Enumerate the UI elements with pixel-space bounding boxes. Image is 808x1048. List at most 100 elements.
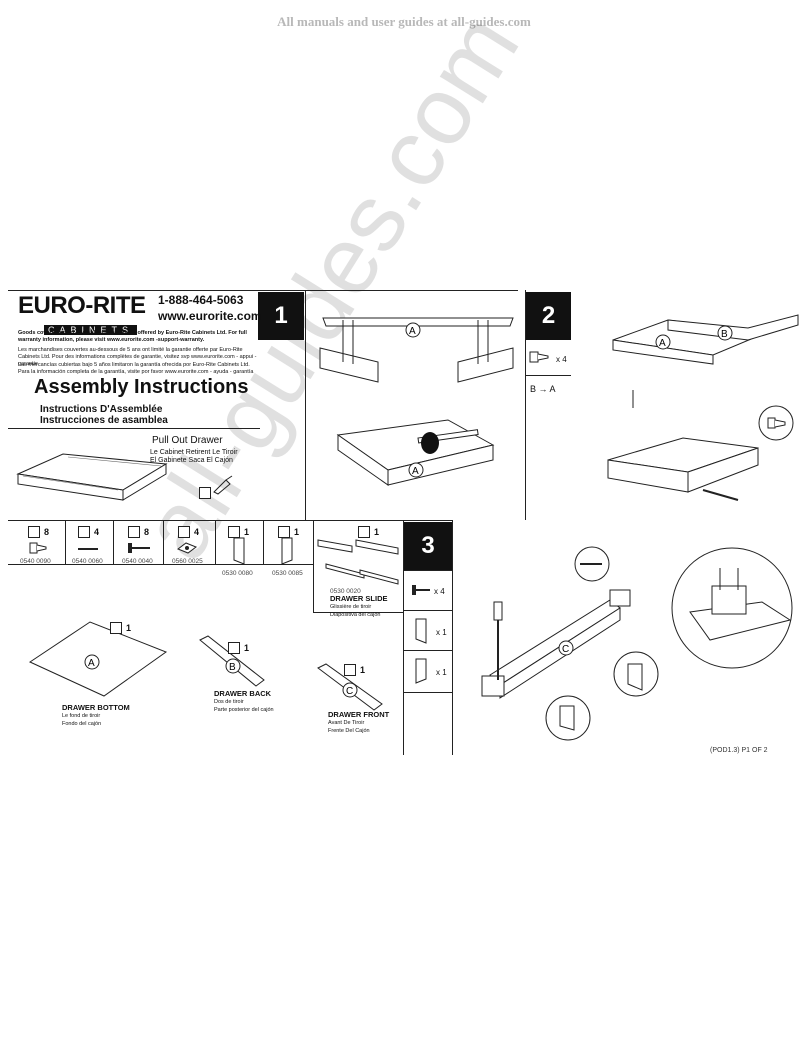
step2-to: A [549,384,556,394]
pen-icon [213,475,233,495]
hw-1-qty[interactable]: 8 [28,526,49,538]
hw-4-qty[interactable]: 4 [178,526,199,538]
warranty-fr: Les marchandises couvertes au-dessous de… [18,347,257,367]
svg-text:A: A [409,326,416,337]
step1-diagram: A A [319,317,514,486]
drawer-back-illustration: B [199,635,265,687]
divider-v5 [452,520,453,755]
phone-number: 1-888-464-5063 [158,293,244,307]
hw-6-part: 0530 0085 [272,570,303,577]
step3-bracket-right-icon [415,658,427,684]
hw-3-qty[interactable]: 8 [128,526,149,538]
step2-from: B [530,384,537,394]
hw-4-part: 0560 0025 [172,558,203,565]
cam-lock-icon [176,542,198,554]
divider-slide [313,612,403,613]
screw-icon [529,351,549,363]
product-fr: Le Cabinet Retirent Le Tiroir [150,449,238,456]
step3-bracket1-count: x 1 [436,628,447,637]
product-es: El Gabinete Saca El Cajón [150,457,233,464]
title-translations: Instructions D'Assemblée Instrucciones d… [40,404,168,426]
step-2-badge: 2 [526,292,571,340]
bracket-right-icon [281,537,293,565]
hw-1-part: 0540 0090 [20,558,51,565]
brand-logo: EURO-RITE CABINETS [18,292,146,338]
hw-7-qty[interactable]: 1 [358,526,379,538]
site-banner: All manuals and user guides at all-guide… [277,14,531,29]
step3-sep-2 [404,610,452,611]
hw-2-count: 4 [94,527,100,537]
bottom-name: DRAWER BOTTOM [62,703,130,712]
drawer-illustration [16,453,168,501]
drawer-front-illustration: C [317,663,383,711]
bottom-count: 1 [126,623,132,633]
step-3-badge: 3 [404,522,452,570]
divider-v3 [313,520,314,612]
hw-5-part: 0530 0080 [222,570,253,577]
page-title: Assembly Instructions [34,376,249,398]
hw-4-count: 4 [194,527,200,537]
hw-sep-5 [263,520,264,564]
brand-sub: CABINETS [44,325,138,335]
title-es: Instrucciones de asamblea [40,415,168,426]
front-qty[interactable]: 1 [344,664,365,676]
hw-2-qty[interactable]: 4 [78,526,99,538]
website[interactable]: www.eurorite.com [158,309,262,323]
step3-diagram: C [481,546,793,741]
product-translations: Le Cabinet Retirent Le Tiroir El Gabinet… [150,449,238,465]
hw-3-count: 8 [144,527,150,537]
hw-sep-3 [163,520,164,564]
step3-screw-count: x 4 [434,587,445,596]
divider-top-left [8,290,518,291]
checkbox-product[interactable] [199,486,211,504]
divider-v1 [305,290,306,520]
back-qty[interactable]: 1 [228,642,249,654]
front-label: DRAWER FRONT Avant De Tiroir Frente Del … [328,711,389,735]
warranty-en: Goods covered under 5 year limited warra… [18,330,247,343]
step3-sep-4 [404,692,452,693]
step3-sep-1 [404,570,452,571]
back-name: DRAWER BACK [214,689,272,698]
hw-sep-2 [113,520,114,564]
drawer-slide-illustration [317,539,399,585]
svg-text:B: B [721,329,728,340]
dowel-icon [78,548,98,550]
cam-screw-icon [29,542,47,554]
hw-5-qty[interactable]: 1 [228,526,249,538]
slide-part: 0530 0020 [330,588,361,595]
step3-bracket-left-icon [415,618,427,644]
arrow-icon: → [538,384,550,394]
back-fr: Dos de tiroir [214,699,244,705]
bottom-qty[interactable]: 1 [110,622,131,634]
divider-parts [8,564,313,565]
divider-title [8,428,260,429]
page-footer: (POD1.3) P1 OF 2 [710,747,768,754]
hw-2-part: 0540 0060 [72,558,103,565]
svg-text:A: A [88,658,95,669]
step-1-badge: 1 [258,292,304,340]
back-es: Parte posterior del cajón [214,707,274,713]
bottom-es: Fondo del cajón [62,721,102,727]
front-count: 1 [360,665,366,675]
warranty-es: Las mercancías cubiertas bajo 5 años lim… [18,362,254,375]
step3-bracket2-count: x 1 [436,668,447,677]
svg-text:A: A [412,466,419,477]
hw-3-part: 0540 0040 [122,558,153,565]
svg-text:C: C [562,644,569,655]
hw-sep-4 [215,520,216,564]
title-fr: Instructions D'Assemblée [40,404,163,415]
step3-screw-icon [412,585,430,595]
hw-7-count: 1 [374,527,380,537]
slide-label: DRAWER SLIDE Glissière de tiroir Diaposi… [330,595,388,619]
wood-screw-icon [128,543,150,553]
product-name: Pull Out Drawer [152,435,223,446]
slide-es: Diapositiva del cajón [330,612,381,618]
front-name: DRAWER FRONT [328,710,390,719]
step3-sep-3 [404,650,452,651]
svg-text:B: B [229,662,236,673]
front-es: Frente Del Cajón [328,728,370,734]
divider-mid [8,520,453,521]
back-label: DRAWER BACK Dos de tiroir Parte posterio… [214,690,274,714]
step2-count: x 4 [556,355,567,364]
svg-text:A: A [659,338,666,349]
